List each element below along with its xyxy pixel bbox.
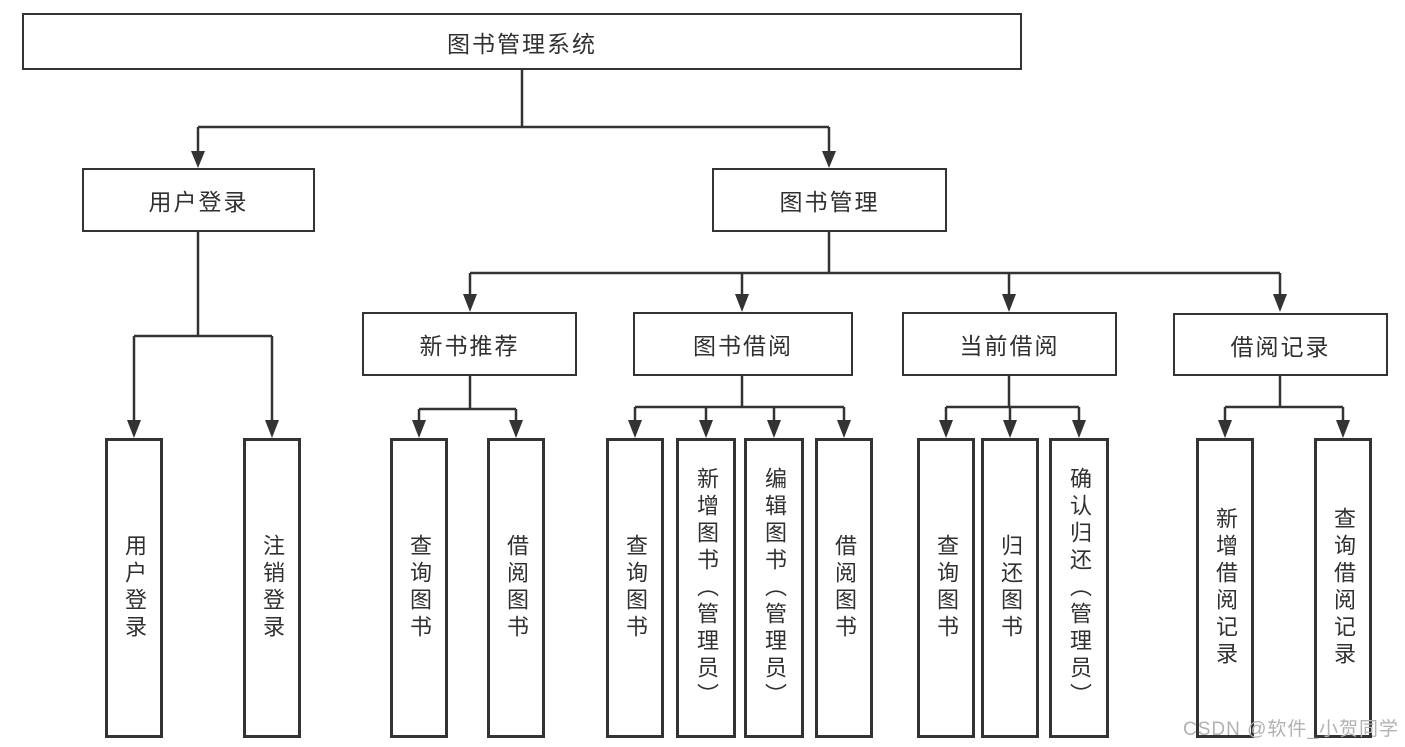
connector-book-borrow-children <box>628 376 851 438</box>
node-label: 图书管理 <box>779 189 880 215</box>
leaf-edit-books-admin: 编辑图书（管理员） <box>744 438 804 738</box>
node-user-login: 用户登录 <box>82 168 315 232</box>
connector-user-login-children <box>127 232 279 438</box>
node-label: 新增借阅记录 <box>1213 507 1238 669</box>
node-label: 查询图书 <box>623 534 648 642</box>
node-book-management: 图书管理 <box>712 168 947 232</box>
node-label: 注销登录 <box>260 534 285 642</box>
leaf-borrow-books: 借阅图书 <box>815 438 873 738</box>
node-label: 新书推荐 <box>419 333 520 359</box>
leaf-add-books-admin: 新增图书（管理员） <box>676 438 736 738</box>
node-label: 用户登录 <box>122 534 147 642</box>
connector-root-to-level2 <box>191 70 836 168</box>
node-label: 借阅图书 <box>504 534 529 642</box>
leaf-logout: 注销登录 <box>243 438 301 738</box>
node-label: 借阅记录 <box>1230 333 1331 360</box>
leaf-query-books-current: 查询图书 <box>917 438 975 738</box>
node-label: 确认归还（管理员） <box>1067 466 1092 710</box>
node-label: 图书借阅 <box>693 333 793 359</box>
leaf-borrow-books-recommend: 借阅图书 <box>487 438 545 738</box>
node-label: 编辑图书（管理员） <box>762 466 787 710</box>
node-label: 归还图书 <box>998 534 1023 642</box>
node-label: 查询图书 <box>407 534 432 642</box>
node-label: 查询图书 <box>934 534 959 642</box>
leaf-confirm-return-admin: 确认归还（管理员） <box>1049 438 1109 738</box>
leaf-query-books-recommend: 查询图书 <box>390 438 448 738</box>
node-book-borrowing: 图书借阅 <box>633 312 853 376</box>
connector-current-borrow-children <box>939 376 1086 438</box>
node-current-borrowing: 当前借阅 <box>902 312 1117 376</box>
connector-borrow-records-children <box>1218 376 1350 438</box>
connector-book-management-children <box>463 232 1287 312</box>
node-label: 图书管理系统 <box>447 30 597 57</box>
leaf-query-borrow-record: 查询借阅记录 <box>1314 438 1372 738</box>
leaf-return-books: 归还图书 <box>981 438 1039 738</box>
node-borrowing-records: 借阅记录 <box>1173 313 1388 376</box>
leaf-user-login: 用户登录 <box>105 438 163 738</box>
node-label: 新增图书（管理员） <box>694 466 719 710</box>
node-new-book-recommendation: 新书推荐 <box>362 312 577 376</box>
leaf-add-borrow-record: 新增借阅记录 <box>1196 438 1254 738</box>
connector-new-book-children <box>412 376 523 438</box>
node-library-management-system: 图书管理系统 <box>22 13 1022 70</box>
node-label: 借阅图书 <box>832 534 857 642</box>
node-label: 用户登录 <box>148 189 249 215</box>
csdn-watermark: CSDN @软件_小贺同学 <box>1183 719 1399 740</box>
node-label: 查询借阅记录 <box>1331 507 1356 669</box>
leaf-query-books-borrow: 查询图书 <box>606 438 664 738</box>
node-label: 当前借阅 <box>959 333 1060 359</box>
